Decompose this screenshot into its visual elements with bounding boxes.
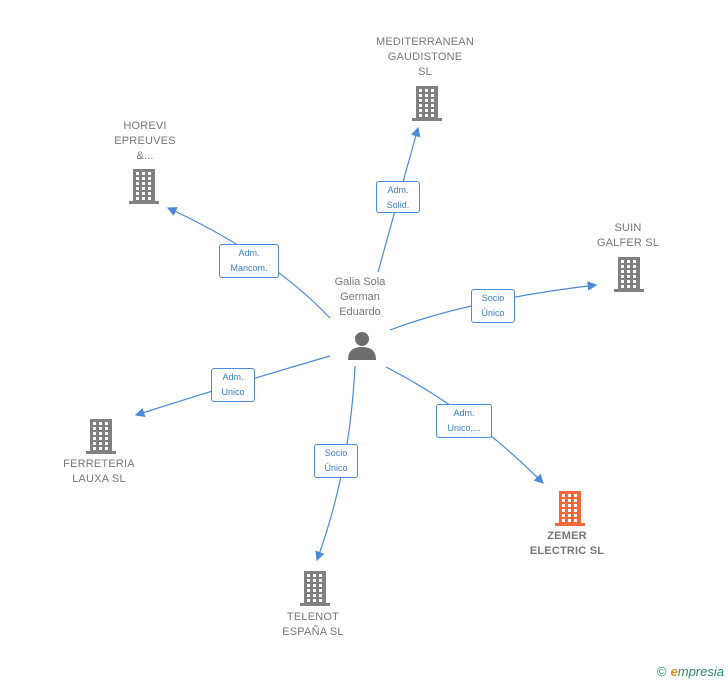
company-label-line: MEDITERRANEAN — [376, 36, 474, 48]
footer-brand[interactable]: ©empresia — [657, 664, 724, 679]
copyright-icon: © — [656, 664, 667, 679]
relation-label-ferreteria[interactable]: Adm. Unico — [211, 368, 255, 402]
relation-label-line: Adm. — [238, 248, 260, 258]
company-label-line: GAUDISTONE — [387, 51, 463, 63]
building-icon[interactable] — [553, 490, 587, 526]
relation-label-line: Único — [324, 463, 348, 473]
building-icon[interactable] — [127, 168, 161, 204]
brand-initial: e — [670, 664, 678, 679]
company-label-line: SUIN — [614, 222, 642, 234]
relation-label-line: Único — [481, 308, 505, 318]
company-label-line: GALFER SL — [596, 237, 660, 249]
relation-label-line: Unico,... — [447, 423, 481, 433]
company-label-zemer[interactable]: ZEMER ELECTRIC SL — [507, 529, 627, 559]
building-icon[interactable] — [298, 570, 332, 606]
company-label-horevi[interactable]: HOREVI EPREUVES &... — [85, 119, 205, 164]
building-icon[interactable] — [612, 256, 646, 292]
person-name-line-1: Galia Sola — [334, 276, 386, 288]
person-name-line-3: Eduardo — [339, 306, 381, 318]
relation-label-line: Unico — [221, 387, 245, 397]
company-label-telenot[interactable]: TELENOT ESPAÑA SL — [253, 610, 373, 640]
company-label-suin[interactable]: SUIN GALFER SL — [568, 221, 688, 251]
company-label-line: SL — [418, 66, 432, 78]
company-label-ferreteria[interactable]: FERRETERIA LAUXA SL — [39, 457, 159, 487]
relation-label-line: Socio — [481, 293, 505, 303]
relation-label-line: Adm. — [222, 372, 244, 382]
company-label-line: &... — [136, 150, 154, 162]
company-label-line: LAUXA SL — [72, 473, 126, 485]
brand-name: mpresia — [677, 664, 724, 679]
building-icon[interactable] — [410, 85, 444, 121]
company-label-mediterranean[interactable]: MEDITERRANEAN GAUDISTONE SL — [365, 35, 485, 80]
relation-label-line: Adm. — [387, 185, 409, 195]
person-icon[interactable] — [347, 330, 377, 360]
company-label-line: TELENOT — [286, 611, 340, 623]
relation-label-line: Socio — [324, 448, 348, 458]
company-label-line: FERRETERIA — [63, 458, 135, 470]
relation-label-line: Mancom. — [230, 263, 268, 273]
relation-label-zemer[interactable]: Adm. Unico,... — [436, 404, 492, 438]
relation-label-line: Adm. — [453, 408, 475, 418]
company-label-line: ZEMER — [547, 530, 587, 542]
company-label-line: EPREUVES — [114, 135, 176, 147]
relation-label-mediterranean[interactable]: Adm. Solid. — [376, 181, 420, 213]
relation-label-horevi[interactable]: Adm. Mancom. — [219, 244, 279, 278]
person-name-label[interactable]: Galia Sola German Eduardo — [310, 275, 410, 320]
person-name-line-2: German — [340, 291, 380, 303]
company-label-line: ESPAÑA SL — [282, 626, 344, 638]
relation-label-line: Solid. — [386, 200, 410, 210]
company-label-line: HOREVI — [123, 120, 167, 132]
company-label-line: ELECTRIC SL — [529, 545, 605, 557]
building-icon[interactable] — [84, 418, 118, 454]
